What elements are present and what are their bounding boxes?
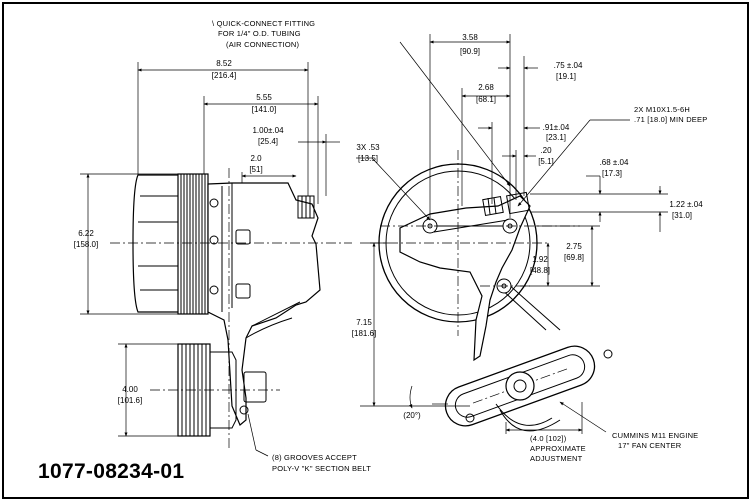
- dim-275: 2.75: [566, 242, 582, 251]
- thread-note-line2: .71 [18.0] MIN DEEP: [634, 115, 707, 124]
- dim-400-mm: [101.6]: [118, 396, 142, 405]
- dim-100: 1.00±.04: [252, 126, 284, 135]
- dim-75: .75 ±.04: [554, 61, 583, 70]
- front-view-dimensions: [356, 34, 668, 434]
- dim-715: 7.15: [356, 318, 372, 327]
- dim-122: 1.22 ±.04: [669, 200, 703, 209]
- dim-400: 4.00: [122, 385, 138, 394]
- dim-555-mm: [141.0]: [252, 105, 276, 114]
- dim-68-mm: [17.3]: [602, 169, 622, 178]
- grooves-note-line1: (8) GROOVES ACCEPT: [272, 453, 357, 462]
- adjust-note-line1: (4.0 [102]): [530, 434, 567, 443]
- side-view-dimensions: [80, 62, 340, 457]
- dim-91-mm: [23.1]: [546, 133, 566, 142]
- dim-192: 1.92: [532, 255, 548, 264]
- dim-268-mm: [68.1]: [476, 95, 496, 104]
- dim-angle: (20°): [403, 411, 421, 420]
- dim-622-mm: [158.0]: [74, 240, 98, 249]
- dim-852: 8.52: [216, 59, 232, 68]
- dim-192-mm: [48.8]: [530, 266, 550, 275]
- dim-75-mm: [19.1]: [556, 72, 576, 81]
- fitting-note-line3: (AIR CONNECTION): [226, 40, 299, 49]
- dim-20-mm: [51]: [249, 165, 262, 174]
- dim-91: .91±.04: [543, 123, 570, 132]
- dim-20b-mm: [5.1]: [538, 157, 554, 166]
- dim-622: 6.22: [78, 229, 94, 238]
- dim-358-mm: [90.9]: [460, 47, 480, 56]
- dim-715-mm: [181.6]: [352, 329, 376, 338]
- dim-122-mm: [31.0]: [672, 211, 692, 220]
- dim-20b: .20: [540, 146, 552, 155]
- grooves-note-line2: POLY-V "K" SECTION BELT: [272, 464, 371, 473]
- dim-358: 3.58: [462, 33, 478, 42]
- front-view: [370, 150, 613, 432]
- side-view: [110, 168, 352, 450]
- dim-68: .68 ±.04: [600, 158, 629, 167]
- dim-275-mm: [69.8]: [564, 253, 584, 262]
- dim-3x53-mm: [13.5]: [358, 154, 378, 163]
- engine-note-line2: 17" FAN CENTER: [618, 441, 682, 450]
- fitting-note-line2: FOR 1/4" O.D. TUBING: [218, 29, 301, 38]
- fitting-note-line1: \ QUICK-CONNECT FITTING: [212, 19, 315, 28]
- adjust-note-line3: ADJUSTMENT: [530, 454, 583, 463]
- dimension-labels: 8.52 [216.4] 5.55 [141.0] 1.00±.04 [25.4…: [74, 33, 703, 420]
- dim-100-mm: [25.4]: [258, 137, 278, 146]
- thread-note-line1: 2X M10X1.5-6H: [634, 105, 690, 114]
- adjust-note-line2: APPROXIMATE: [530, 444, 586, 453]
- part-number: 1077-08234-01: [38, 460, 185, 483]
- dim-3x53: 3X .53: [356, 143, 380, 152]
- dim-852-mm: [216.4]: [212, 71, 236, 80]
- dim-268: 2.68: [478, 83, 494, 92]
- engine-note-line1: CUMMINS M11 ENGINE: [612, 431, 698, 440]
- notes: \ QUICK-CONNECT FITTING FOR 1/4" O.D. TU…: [212, 19, 707, 473]
- dim-20: 2.0: [250, 154, 262, 163]
- dim-555: 5.55: [256, 93, 272, 102]
